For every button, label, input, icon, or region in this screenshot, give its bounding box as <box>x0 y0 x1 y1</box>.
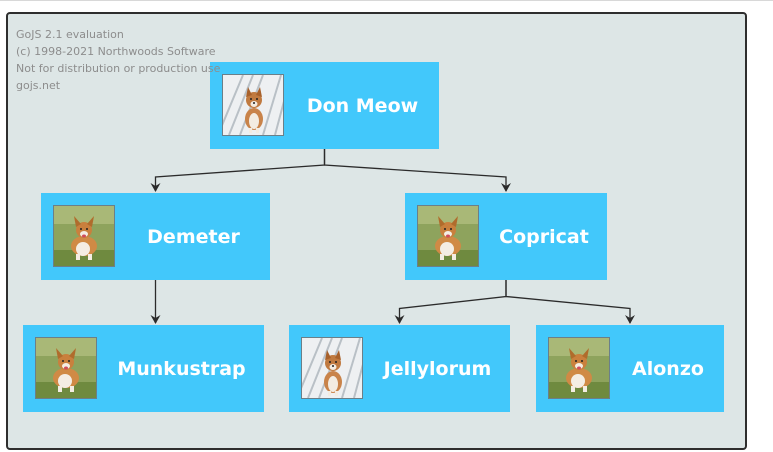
node-name: Copricat <box>499 225 589 248</box>
link-copricat-to-alonzo[interactable] <box>505 280 635 324</box>
corgi-grass-icon <box>417 205 479 267</box>
corgi-grass-icon <box>53 205 115 267</box>
corgi-grass-icon <box>548 337 610 399</box>
node-name: Alonzo <box>632 357 704 380</box>
corgi-deck-icon <box>301 337 363 399</box>
node-copricat[interactable]: Copricat <box>405 193 607 280</box>
node-name: Munkustrap <box>117 357 246 380</box>
node-don-meow[interactable]: Don Meow <box>210 62 439 149</box>
corgi-grass-icon <box>35 337 97 399</box>
link-copricat-to-jellylorum[interactable] <box>394 280 507 324</box>
diagram-canvas[interactable]: GoJS 2.1 evaluation (c) 1998-2021 Northw… <box>6 12 747 450</box>
link-don-meow-to-demeter[interactable] <box>150 149 326 192</box>
links-layer <box>150 149 635 324</box>
node-demeter[interactable]: Demeter <box>41 193 270 280</box>
node-name: Demeter <box>147 225 240 248</box>
node-name: Don Meow <box>306 94 419 117</box>
node-name: Jellylorum <box>383 357 492 380</box>
link-don-meow-to-copricat[interactable] <box>323 149 511 192</box>
top-divider <box>0 0 773 1</box>
corgi-deck-icon <box>222 74 284 136</box>
node-jellylorum[interactable]: Jellylorum <box>289 325 510 412</box>
node-alonzo[interactable]: Alonzo <box>536 325 724 412</box>
node-munkustrap[interactable]: Munkustrap <box>23 325 264 412</box>
